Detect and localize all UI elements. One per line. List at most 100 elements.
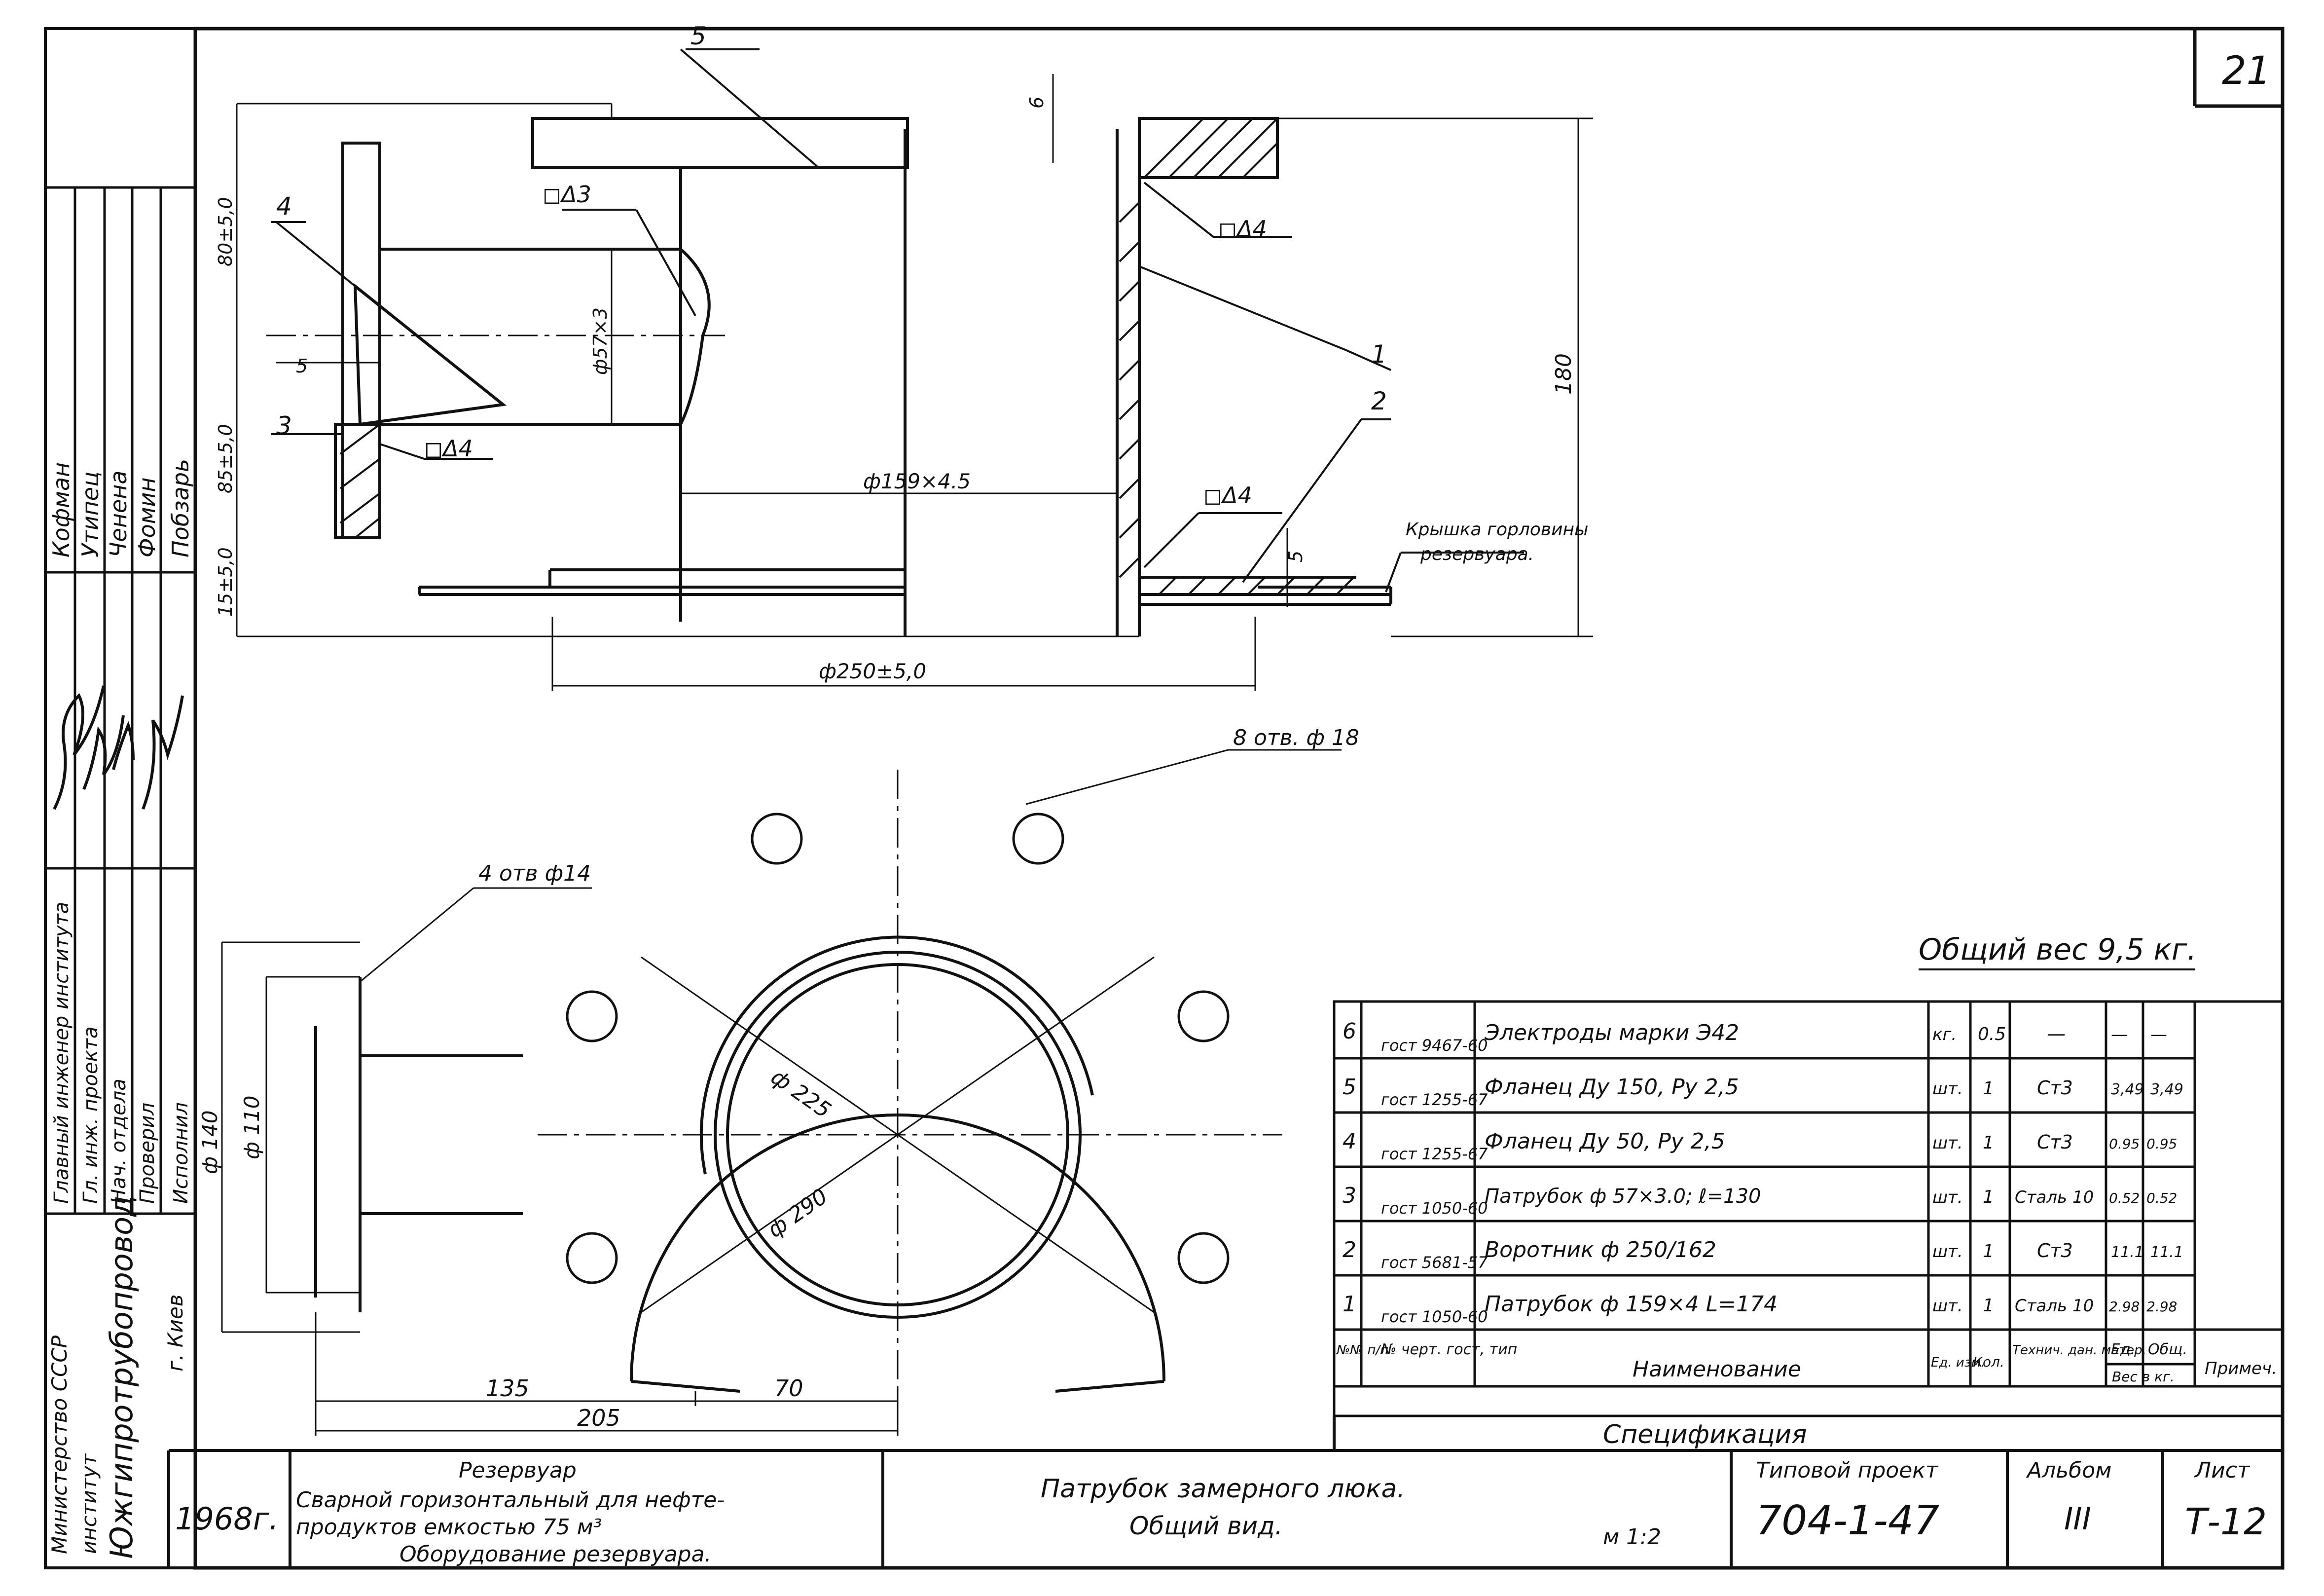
staff-name-1: Кофман [48, 462, 74, 557]
spec-title: Спецификация [1603, 1420, 1807, 1449]
object-line-2: Сварной горизонтальный для нефте- [296, 1487, 725, 1513]
svg-text:3,49: 3,49 [2150, 1081, 2183, 1098]
svg-text:Патрубок ф 57×3.0; ℓ=130: Патрубок ф 57×3.0; ℓ=130 [1485, 1185, 1761, 1208]
leader-3: 3 [276, 411, 292, 440]
object-line-3: продуктов емкостью 75 м³ [296, 1515, 602, 1540]
svg-text:шт.: шт. [1932, 1242, 1963, 1262]
svg-text:—: — [2047, 1023, 2066, 1044]
title-year: 1968г. [175, 1501, 279, 1537]
dia-140: ф 140 [198, 1111, 222, 1174]
staff-role-3: Нач. отдела [108, 1078, 130, 1204]
svg-text:шт.: шт. [1932, 1188, 1963, 1207]
svg-text:0.52: 0.52 [2146, 1190, 2177, 1206]
dim-pipe: ф159×4.5 [863, 469, 971, 493]
dim-flange-gap: 5 [296, 355, 308, 377]
svg-text:2.98: 2.98 [2109, 1299, 2140, 1315]
svg-text:11.1: 11.1 [2150, 1244, 2183, 1261]
spec-header-doc: № черт. гост, тип [1380, 1341, 1517, 1358]
dim-plate-top: 6 [1026, 97, 1048, 109]
staff-role-2: Гл. инж. проекта [79, 1027, 102, 1204]
cover-note-1: Крышка горловины [1406, 520, 1588, 540]
staff-name-2: Утипец [77, 472, 104, 557]
svg-text:Фланец Ду 150, Ру 2,5: Фланец Ду 150, Ру 2,5 [1485, 1075, 1739, 1100]
svg-text:1: 1 [1983, 1078, 1994, 1099]
svg-text:6: 6 [1343, 1019, 1356, 1044]
dim-height: 180 [1551, 353, 1576, 395]
org-line-3: Южгипротрубопровод [104, 1195, 140, 1559]
svg-text:1: 1 [1983, 1296, 1994, 1316]
object-line-1: Резервуар [459, 1458, 577, 1483]
svg-text:Ст3: Ст3 [2037, 1240, 2073, 1262]
spec-row: 1 гост 1050-60 Патрубок ф 159×4 L=174 шт… [1343, 1292, 2177, 1326]
spec-header-qty: Кол. [1973, 1354, 2004, 1370]
spec-row: 4 гост 1255-67 Фланец Ду 50, Ру 2,5 шт. … [1343, 1129, 2177, 1163]
dim-collar: ф250±5,0 [819, 659, 926, 683]
specification-table: 6 гост 9467-60 Электроды марки Э42 кг. 0… [1333, 1000, 2284, 1449]
staff-role-5: Исполнил [170, 1102, 192, 1204]
total-weight: Общий вес 9,5 кг. [1919, 932, 2196, 967]
org-line-2: институт [77, 1453, 101, 1554]
staff-grid [45, 186, 195, 1215]
svg-text:Электроды марки Э42: Электроды марки Э42 [1484, 1020, 1739, 1045]
spec-header-w1: Ед. [2111, 1341, 2135, 1358]
spec-header-name: Наименование [1633, 1357, 1801, 1382]
svg-text:Патрубок ф 159×4 L=174: Патрубок ф 159×4 L=174 [1485, 1292, 1778, 1317]
svg-text:1: 1 [1983, 1133, 1994, 1153]
album-label: Альбом [2026, 1458, 2111, 1483]
weld-3: ◻Δ3 [543, 181, 591, 208]
sheet-label: Лист [2194, 1458, 2251, 1483]
spec-header-unit: Ед. изм. [1931, 1355, 1985, 1370]
album-number: III [2064, 1501, 2091, 1537]
holes-small: 4 отв ф14 [478, 861, 591, 886]
spec-header-note: Примеч. [2205, 1359, 2277, 1378]
dim-flange-upper: 80±5,0 [215, 197, 236, 266]
dim-205: 205 [577, 1405, 620, 1431]
svg-text:1: 1 [1343, 1292, 1356, 1317]
org-line-4: г. Киев [163, 1295, 187, 1372]
staff-role-1: Главный инженер института [50, 902, 73, 1204]
drawing-title: Патрубок замерного люка. [1041, 1474, 1405, 1504]
svg-text:гост 1050-60: гост 1050-60 [1381, 1199, 1488, 1218]
holes-big: 8 отв. ф 18 [1233, 725, 1359, 750]
svg-text:11.1: 11.1 [2111, 1244, 2144, 1261]
project-number: 704-1-47 [1756, 1497, 1939, 1544]
dim-70: 70 [774, 1375, 803, 1402]
svg-text:шт.: шт. [1932, 1296, 1963, 1316]
spec-row: 6 гост 9467-60 Электроды марки Э42 кг. 0… [1343, 1019, 2167, 1055]
leader-4: 4 [276, 192, 292, 221]
leader-2: 2 [1371, 387, 1387, 415]
drawing-subtitle: Общий вид. [1129, 1512, 1283, 1540]
signatures [53, 685, 184, 810]
svg-text:0.52: 0.52 [2109, 1190, 2140, 1206]
dia-110: ф 110 [240, 1096, 264, 1159]
spec-row: 2 гост 5681-57 Воротник ф 250/162 шт. 1 … [1343, 1237, 2183, 1272]
spec-header-weight: Вес в кг. [2112, 1369, 2175, 1385]
svg-text:Ст3: Ст3 [2037, 1077, 2073, 1099]
spec-row: 3 гост 1050-60 Патрубок ф 57×3.0; ℓ=130 … [1343, 1183, 2177, 1218]
svg-text:0.5: 0.5 [1978, 1024, 2006, 1044]
dim-branch: ф57×3 [589, 307, 611, 375]
svg-text:шт.: шт. [1932, 1079, 1963, 1099]
spec-header-mat: Технич. дан. матер. [2012, 1343, 2146, 1358]
dim-plate-bot: 5 [1285, 551, 1307, 562]
dia-225: ф 225 [766, 1064, 835, 1123]
svg-text:0.95: 0.95 [2109, 1136, 2140, 1152]
section-view: 5 4 3 1 2 ◻Δ3 ◻Δ4 ◻Δ4 ◻Δ4 Крышка горлови… [215, 22, 1593, 691]
svg-text:—: — [2111, 1025, 2128, 1044]
weld-4a: ◻Δ4 [1218, 216, 1267, 242]
svg-text:гост 1050-60: гост 1050-60 [1381, 1307, 1488, 1326]
svg-text:гост 5681-57: гост 5681-57 [1381, 1253, 1488, 1272]
svg-text:Ст3: Ст3 [2037, 1131, 2073, 1153]
svg-text:0.95: 0.95 [2146, 1136, 2177, 1152]
staff-role-4: Проверил [136, 1103, 159, 1204]
svg-text:Сталь 10: Сталь 10 [2015, 1296, 2094, 1316]
svg-text:гост 1255-67: гост 1255-67 [1381, 1090, 1488, 1109]
svg-text:3: 3 [1343, 1183, 1356, 1208]
svg-text:гост 9467-60: гост 9467-60 [1381, 1036, 1488, 1055]
sheet-frame [44, 27, 2285, 1570]
svg-text:шт.: шт. [1932, 1133, 1963, 1153]
spec-header-no: №№ п/п [1336, 1343, 1388, 1358]
svg-text:Сталь 10: Сталь 10 [2015, 1188, 2094, 1207]
spec-header-w2: Общ. [2148, 1341, 2187, 1358]
